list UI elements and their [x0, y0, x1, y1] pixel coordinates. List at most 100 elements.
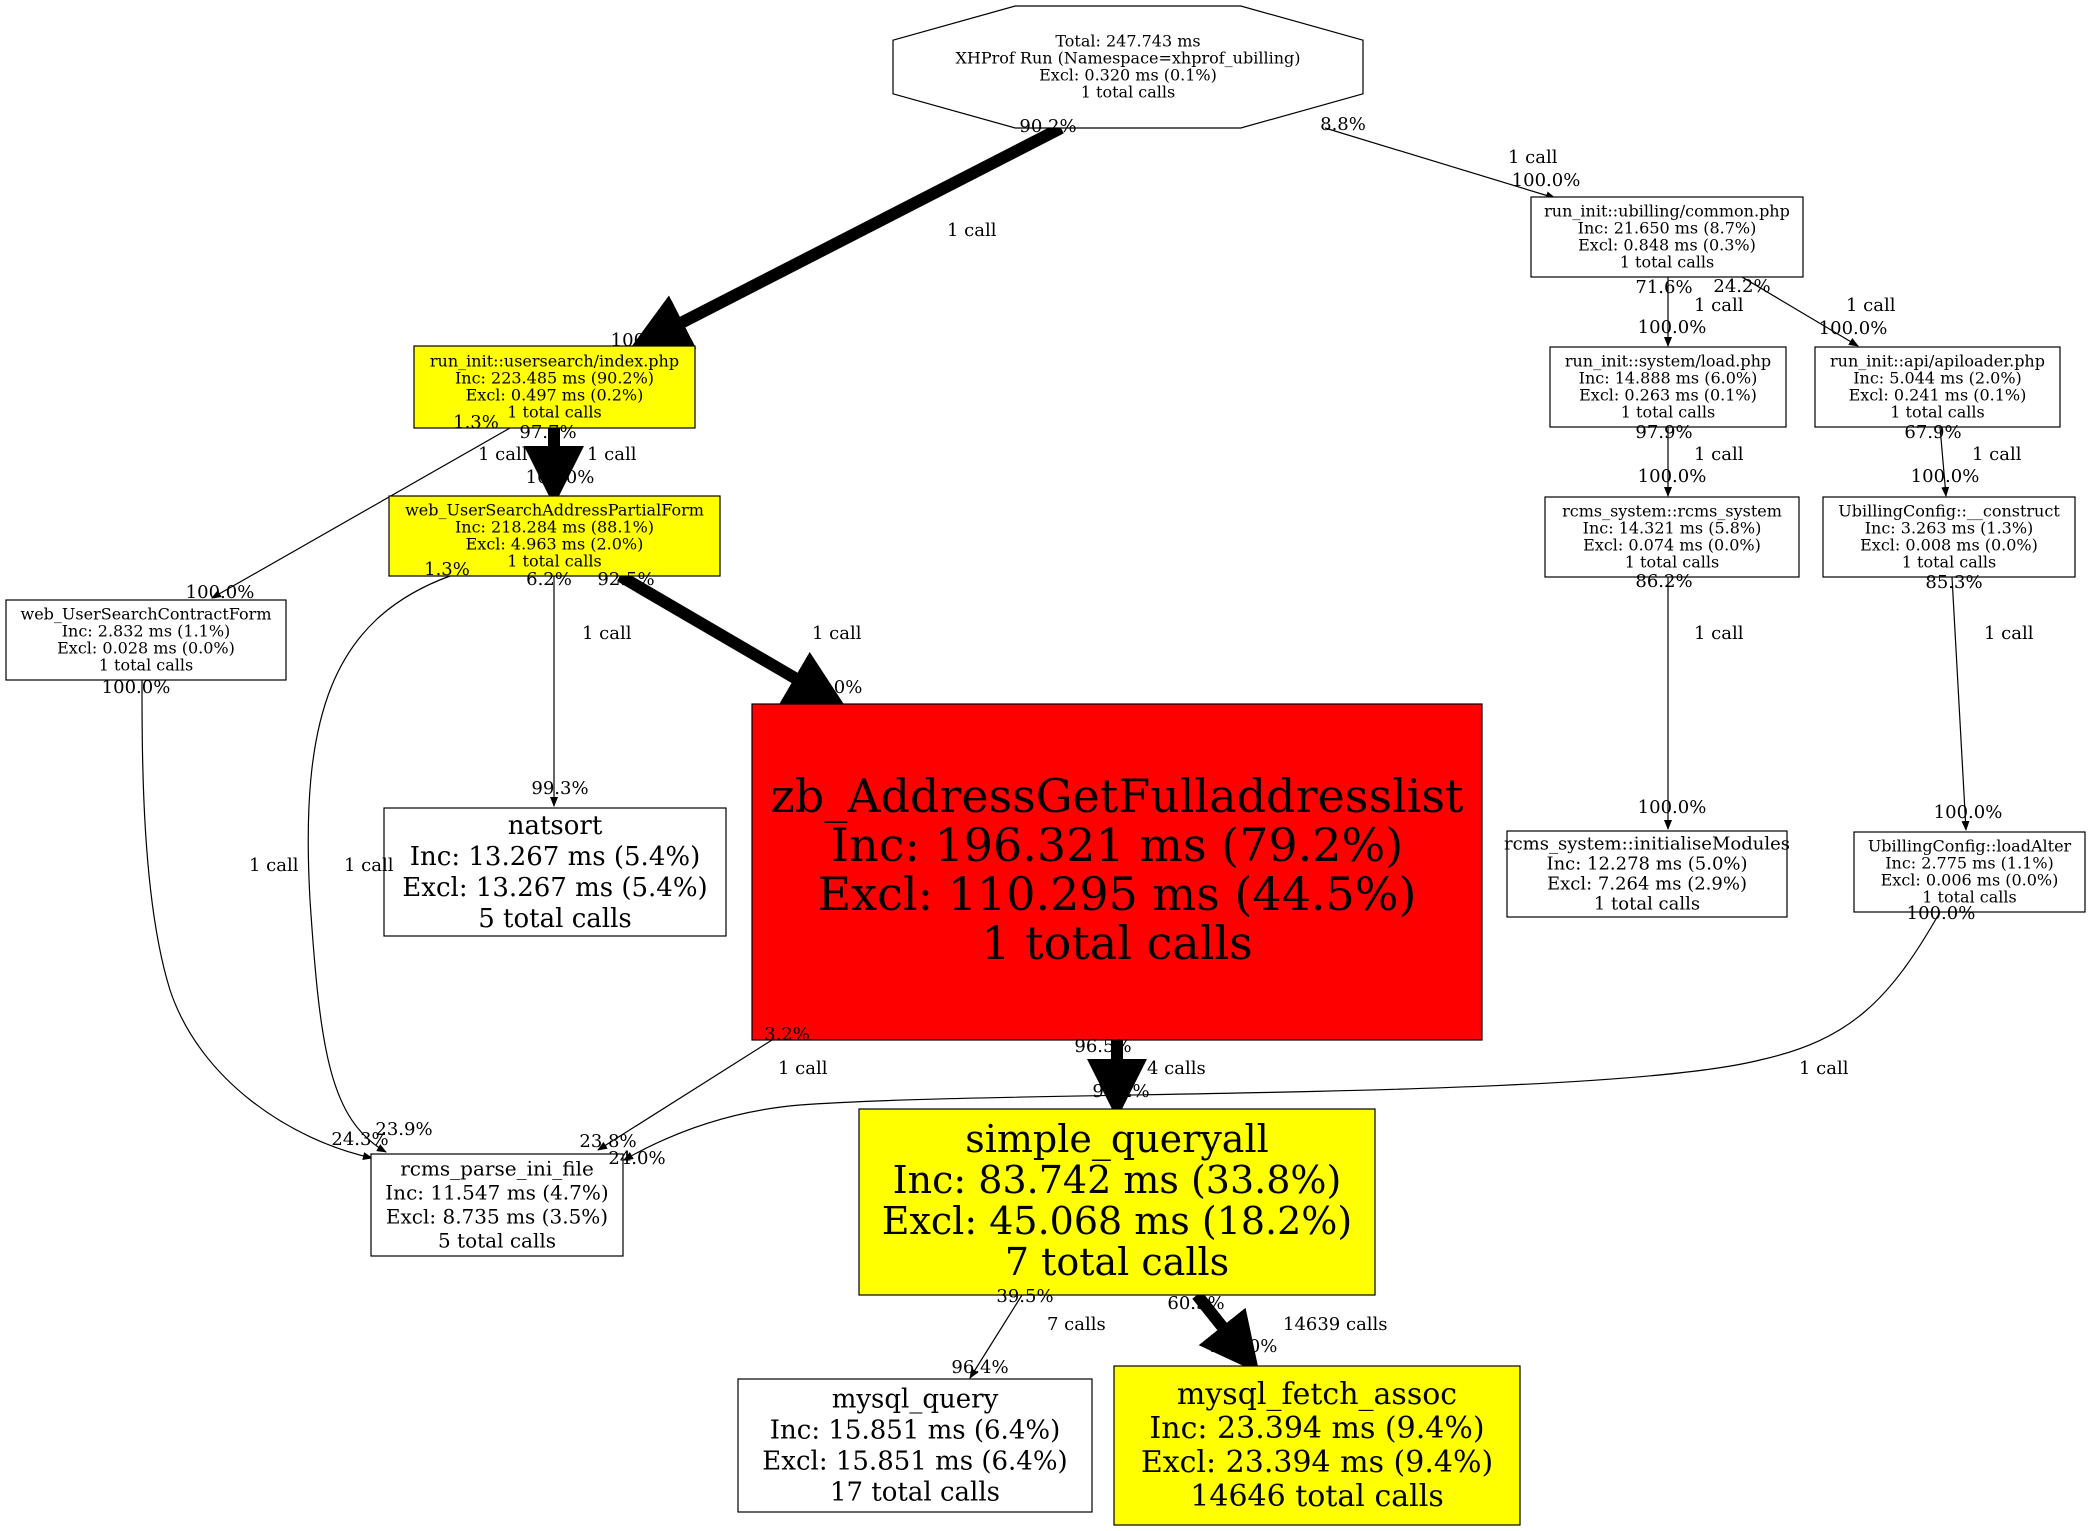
- node-stat-line: 1 total calls: [507, 402, 601, 421]
- edge-call-count-label: 1 call: [947, 220, 997, 241]
- node-box: [1113, 1365, 1521, 1526]
- node-stat-line: 1 total calls: [99, 655, 193, 674]
- node-box: [1549, 346, 1787, 428]
- node-stat-line: Excl: 0.263 ms (0.1%): [1579, 385, 1757, 404]
- node-stat-line: Excl: 7.264 ms (2.9%): [1547, 874, 1747, 895]
- edge-partial-to-parseini: [307, 575, 451, 1153]
- edge-tail-percent: 85.3%: [1925, 572, 1982, 593]
- node-title: run_init::ubilling/common.php: [1544, 201, 1790, 220]
- node-box: [5, 599, 287, 681]
- edge-head-percent: 100.0%: [611, 330, 680, 351]
- node-stat-line: Inc: 3.263 ms (1.3%): [1865, 518, 2034, 537]
- node-stat-line: Inc: 196.321 ms (79.2%): [831, 818, 1403, 872]
- node-stat-line: Excl: 15.851 ms (6.4%): [762, 1447, 1067, 1477]
- edge-head-percent: 98.2%: [1092, 1081, 1149, 1102]
- edge-queryall-to-fetchassoc: [1192, 1291, 1260, 1374]
- node-title: mysql_query: [832, 1385, 999, 1415]
- node-title: rcms_system::rcms_system: [1562, 501, 1782, 520]
- edge-queryall-to-mysqlquery: [969, 1294, 1023, 1379]
- node-stat-line: 17 total calls: [830, 1478, 1000, 1508]
- edge-call-count-label: 1 call: [582, 623, 632, 644]
- node-box: [751, 703, 1483, 1041]
- node-title: mysql_fetch_assoc: [1177, 1377, 1457, 1412]
- edge-root-to-common: [1324, 127, 1556, 200]
- edge-call-count-label: 1 call: [1846, 295, 1896, 316]
- edge-tail-percent: 39.5%: [996, 1286, 1053, 1307]
- edges-layer: [141, 122, 1970, 1379]
- edge-tail-percent: 8.8%: [1320, 114, 1366, 135]
- edge-tail-percent: 100.0%: [1907, 903, 1976, 924]
- edge-common-to-apiloader: [1741, 276, 1859, 347]
- edge-call-count-label: 1 call: [249, 855, 299, 876]
- node-title: Total: 247.743 ms: [1055, 31, 1200, 50]
- node-stat-line: Inc: 14.888 ms (6.0%): [1579, 368, 1758, 387]
- edge-head-percent: 23.8%: [579, 1131, 636, 1152]
- node-stat-line: Excl: 110.295 ms (44.5%): [818, 867, 1417, 921]
- edge-call-count-label: 4 calls: [1147, 1058, 1206, 1079]
- edge-head-percent: 100.0%: [1638, 797, 1707, 818]
- node-stat-line: Excl: 4.963 ms (2.0%): [466, 534, 644, 553]
- node-box: [383, 807, 727, 937]
- node-box: [413, 345, 696, 429]
- node-title: rcms_parse_ini_file: [400, 1157, 594, 1181]
- edge-head-percent: 100.0%: [186, 582, 255, 603]
- edge-head-percent: 23.9%: [375, 1119, 432, 1140]
- node-stat-line: Inc: 83.742 ms (33.8%): [893, 1158, 1342, 1202]
- edge-call-count-label: 14639 calls: [1283, 1314, 1388, 1335]
- node-stat-line: 5 total calls: [438, 1229, 556, 1253]
- edge-head-percent: 100.0%: [526, 467, 595, 488]
- node-stat-line: Excl: 0.497 ms (0.2%): [466, 385, 644, 404]
- edge-head-percent: 100.0%: [1819, 318, 1888, 339]
- node-stat-line: 1 total calls: [1620, 252, 1714, 271]
- edge-tail-percent: 97.7%: [519, 422, 576, 443]
- node-stat-line: Excl: 45.068 ms (18.2%): [882, 1199, 1353, 1243]
- node-box: [737, 1378, 1093, 1513]
- node-stat-line: Inc: 5.044 ms (2.0%): [1853, 368, 2022, 387]
- edge-tail-percent: 1.3%: [453, 412, 499, 433]
- node-box: [858, 1108, 1376, 1296]
- node-stat-line: Inc: 218.284 ms (88.1%): [455, 517, 654, 536]
- edge-head-percent: 100.0%: [794, 677, 863, 698]
- node-box: [370, 1153, 624, 1257]
- edge-tail-percent: 6.2%: [526, 569, 572, 590]
- node-stat-line: Inc: 2.832 ms (1.1%): [62, 621, 231, 640]
- node-stat-line: 1 total calls: [981, 916, 1253, 970]
- edge-tail-percent: 100.0%: [102, 677, 171, 698]
- node-stat-line: Excl: 13.267 ms (5.4%): [402, 873, 707, 903]
- edge-head-percent: 24.0%: [608, 1148, 665, 1169]
- node-stat-line: 1 total calls: [1902, 552, 1996, 571]
- node-stat-line: Inc: 21.650 ms (8.7%): [1578, 218, 1757, 237]
- edge-call-count-label: 1 call: [1984, 623, 2034, 644]
- node-stat-line: Excl: 0.241 ms (0.1%): [1849, 385, 2027, 404]
- node-box: [1853, 831, 2086, 913]
- node-box: [1814, 346, 2061, 428]
- node-box: [388, 495, 721, 577]
- node-stat-line: Excl: 23.394 ms (9.4%): [1141, 1445, 1493, 1480]
- edge-tail-percent: 96.5%: [1074, 1036, 1131, 1057]
- node-title: UbillingConfig::loadAlter: [1868, 836, 2072, 855]
- edge-head-percent: 24.3%: [331, 1129, 388, 1150]
- edge-tail-percent: 1.3%: [424, 559, 470, 580]
- edge-call-count-label: 1 call: [587, 444, 637, 465]
- edge-head-percent: 100.0%: [1209, 1336, 1278, 1357]
- node-stat-line: 7 total calls: [1005, 1240, 1229, 1284]
- node-title: natsort: [508, 811, 603, 841]
- node-title: simple_queryall: [965, 1117, 1269, 1162]
- node-stat-line: 1 total calls: [1081, 82, 1175, 101]
- node-stat-line: 1 total calls: [507, 551, 601, 570]
- edge-call-count-label: 1 call: [1694, 444, 1744, 465]
- node-title: run_init::system/load.php: [1565, 351, 1771, 370]
- node-stat-line: 1 total calls: [1594, 894, 1700, 915]
- node-stat-line: XHProf Run (Namespace=xhprof_ubilling): [956, 48, 1301, 67]
- node-box: [1544, 496, 1800, 578]
